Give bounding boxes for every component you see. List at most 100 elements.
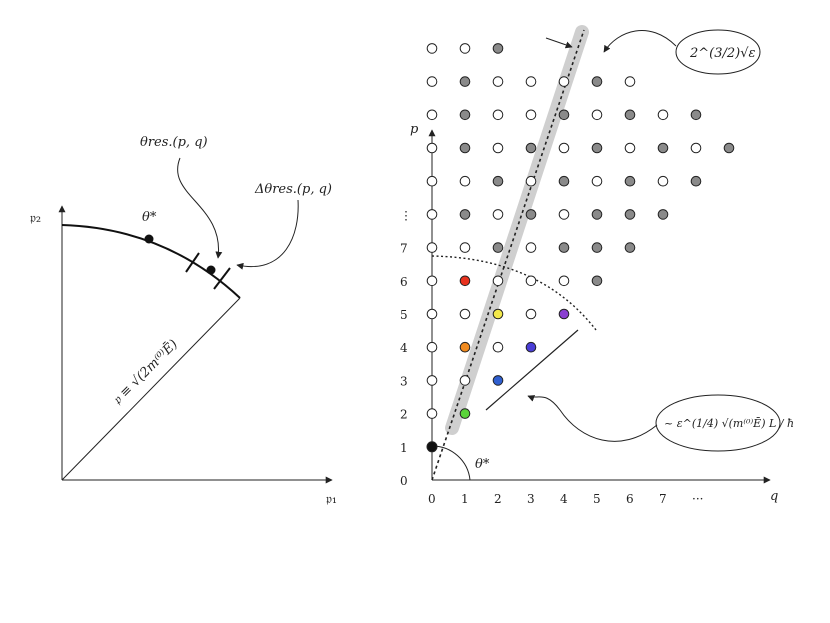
lattice-point <box>459 109 471 121</box>
q-tick-label: 0 <box>428 492 436 506</box>
lattice-point <box>624 209 636 220</box>
slope-line <box>431 29 585 481</box>
lattice-point <box>525 175 537 187</box>
q-tick-labels: 0 1 2 3 4 5 6 7 ··· <box>428 492 703 506</box>
p-tick-label: ⋮ <box>400 208 412 222</box>
q-tick-label: 3 <box>527 492 535 506</box>
q-tick-label: 2 <box>494 492 502 506</box>
resonance-tick-2 <box>213 267 231 290</box>
lattice-point <box>492 242 504 253</box>
lattice-point <box>459 308 471 320</box>
lattice-point <box>459 275 471 287</box>
lattice-point <box>624 175 636 187</box>
q-axis-label: q <box>770 489 778 504</box>
resonance-point <box>206 265 216 275</box>
lattice-point <box>723 142 735 154</box>
lattice-point <box>426 109 438 121</box>
lattice-point <box>657 142 669 154</box>
lattice-point <box>426 275 438 287</box>
lattice-point <box>492 341 504 353</box>
lattice-point <box>426 209 438 220</box>
lattice-point <box>459 76 471 87</box>
radius-line <box>61 297 241 481</box>
lattice-point <box>525 275 537 287</box>
p-tick-label: 6 <box>400 275 408 289</box>
left-x-axis-label: 𝔭₁ <box>326 492 337 507</box>
lattice-point <box>459 142 471 154</box>
lattice-point <box>624 242 636 253</box>
left-panel: 𝔭₂ 𝔭₁ 𝔭 ≡ √(2m⁽⁰⁾Ē) θ* θres.(p, q) Δθres… <box>30 135 337 507</box>
energy-arc-dotted <box>431 255 597 331</box>
lattice-point <box>459 341 471 353</box>
lattice-point <box>591 275 603 287</box>
band-width-line <box>485 329 579 411</box>
lattice-point <box>624 76 636 87</box>
lattice-point <box>558 308 570 320</box>
lattice-point <box>492 76 504 87</box>
lattice-point <box>525 308 537 320</box>
delta-theta-label: Δθres.(p, q) <box>254 182 332 197</box>
theta-star-angle-arc <box>431 445 471 481</box>
lattice-point <box>492 175 504 187</box>
lattice-point <box>558 109 570 121</box>
theta-star-label-right: θ* <box>475 457 490 472</box>
lattice-point <box>690 175 702 187</box>
lattice-point <box>525 76 537 87</box>
lattice-point <box>459 242 471 253</box>
lattice-point <box>591 76 603 87</box>
left-y-axis-label: 𝔭₂ <box>30 211 41 226</box>
lattice-point <box>525 142 537 154</box>
p-tick-label: 7 <box>400 242 408 256</box>
lattice-point <box>558 275 570 287</box>
lattice-point <box>657 209 669 220</box>
lattice-points <box>426 43 735 453</box>
p-tick-label: 2 <box>400 408 408 422</box>
lattice-point <box>690 142 702 154</box>
q-tick-label: 4 <box>560 492 568 506</box>
band-label-arrow <box>603 30 677 53</box>
lattice-point <box>492 275 504 287</box>
lattice-point <box>591 175 603 187</box>
lattice-point <box>624 109 636 121</box>
lattice-point <box>558 209 570 220</box>
lattice-point <box>591 209 603 220</box>
radius-label: 𝔭 ≡ √(2m⁽⁰⁾Ē) <box>110 336 182 408</box>
lattice-point <box>558 76 570 87</box>
lattice-point <box>624 142 636 154</box>
lattice-point <box>591 142 603 154</box>
lattice-point <box>426 408 438 419</box>
q-tick-label: 7 <box>659 492 667 506</box>
lattice-point <box>426 375 438 386</box>
lattice-point <box>657 109 669 121</box>
q-tick-label: ··· <box>692 492 703 506</box>
lattice-point <box>558 175 570 187</box>
lattice-point <box>591 242 603 253</box>
q-tick-label: 6 <box>626 492 634 506</box>
lattice-point <box>492 43 504 54</box>
lattice-point <box>525 242 537 253</box>
lattice-point <box>492 209 504 220</box>
p-tick-label: 4 <box>400 341 408 355</box>
lattice-point <box>459 408 471 419</box>
lattice-point <box>591 109 603 121</box>
theta-star-point <box>144 234 154 244</box>
lattice-point <box>492 109 504 121</box>
lattice-point <box>657 175 669 187</box>
lattice-point <box>459 175 471 187</box>
lattice-point <box>525 109 537 121</box>
theta-star-label-left: θ* <box>142 210 157 225</box>
lattice-point <box>426 308 438 320</box>
theta-res-label: θres.(p, q) <box>140 135 208 150</box>
p-tick-label: 0 <box>400 474 408 488</box>
q-tick-label: 5 <box>593 492 601 506</box>
lattice-point <box>492 142 504 154</box>
q-tick-label: 1 <box>461 492 469 506</box>
lattice-point <box>426 142 438 154</box>
lattice-point <box>690 109 702 121</box>
p-tick-label: 1 <box>400 441 408 455</box>
lattice-point <box>525 209 537 220</box>
band-label-bubble <box>675 29 761 75</box>
lattice-point <box>492 308 504 320</box>
